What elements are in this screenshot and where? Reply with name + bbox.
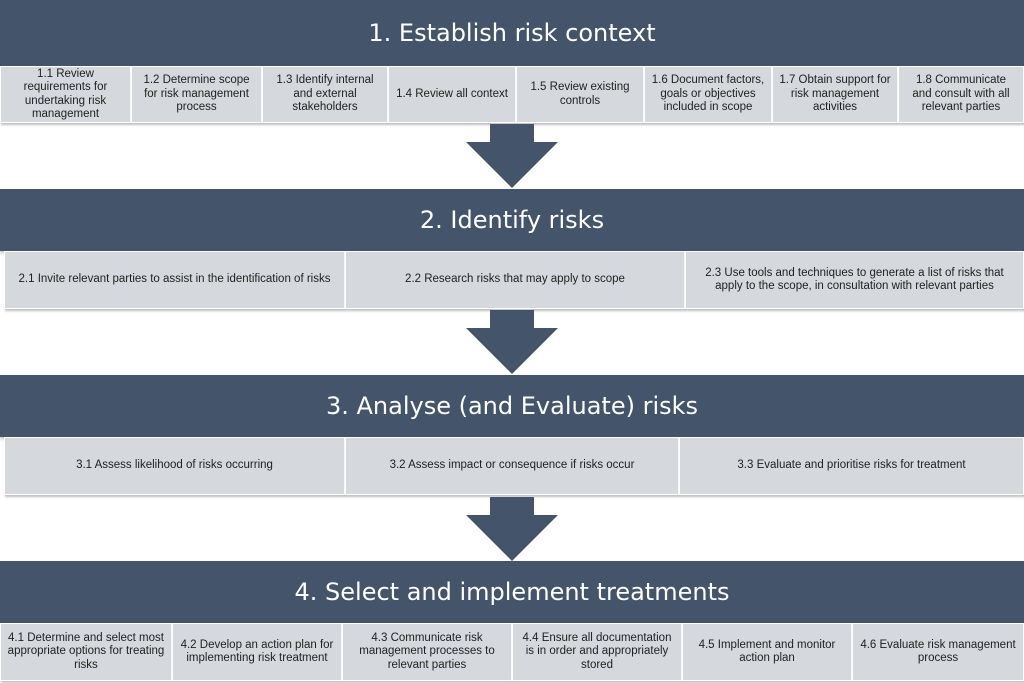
step-1-tasks: 1.1 Review requirements for undertaking … [0, 66, 1024, 123]
step-2-header: 2. Identify risks [0, 189, 1024, 251]
task-1-7: 1.7 Obtain support for risk management a… [772, 66, 898, 123]
step-4-tasks: 4.1 Determine and select most appropriat… [0, 623, 1024, 681]
task-4-5: 4.5 Implement and monitor action plan [682, 623, 852, 681]
task-1-1: 1.1 Review requirements for undertaking … [0, 66, 131, 123]
step-4-header: 4. Select and implement treatments [0, 561, 1024, 623]
task-4-2: 4.2 Develop an action plan for implement… [172, 623, 342, 681]
task-2-3: 2.3 Use tools and techniques to generate… [685, 251, 1024, 309]
task-1-8: 1.8 Communicate and consult with all rel… [898, 66, 1024, 123]
task-1-5: 1.5 Review existing controls [516, 66, 644, 123]
task-3-2: 3.2 Assess impact or consequence if risk… [345, 437, 679, 495]
task-1-6: 1.6 Document factors, goals or objective… [644, 66, 772, 123]
arrow-down-2 [466, 310, 558, 374]
task-4-1: 4.1 Determine and select most appropriat… [0, 623, 172, 681]
step-1-header: 1. Establish risk context [0, 0, 1024, 66]
task-1-2: 1.2 Determine scope for risk management … [131, 66, 262, 123]
step-2-tasks: 2.1 Invite relevant parties to assist in… [0, 251, 1024, 309]
arrow-down-3 [466, 497, 558, 561]
task-4-6: 4.6 Evaluate risk management process [852, 623, 1024, 681]
task-4-4: 4.4 Ensure all documentation is in order… [512, 623, 682, 681]
task-4-3: 4.3 Communicate risk management processe… [342, 623, 512, 681]
task-1-3: 1.3 Identify internal and external stake… [262, 66, 388, 123]
step-3-tasks: 3.1 Assess likelihood of risks occurring… [0, 437, 1024, 495]
arrow-down-1 [466, 124, 558, 188]
task-2-1: 2.1 Invite relevant parties to assist in… [4, 251, 345, 309]
task-3-3: 3.3 Evaluate and prioritise risks for tr… [679, 437, 1024, 495]
task-3-1: 3.1 Assess likelihood of risks occurring [4, 437, 345, 495]
task-1-4: 1.4 Review all context [388, 66, 516, 123]
task-2-2: 2.2 Research risks that may apply to sco… [345, 251, 685, 309]
step-3-header: 3. Analyse (and Evaluate) risks [0, 375, 1024, 437]
